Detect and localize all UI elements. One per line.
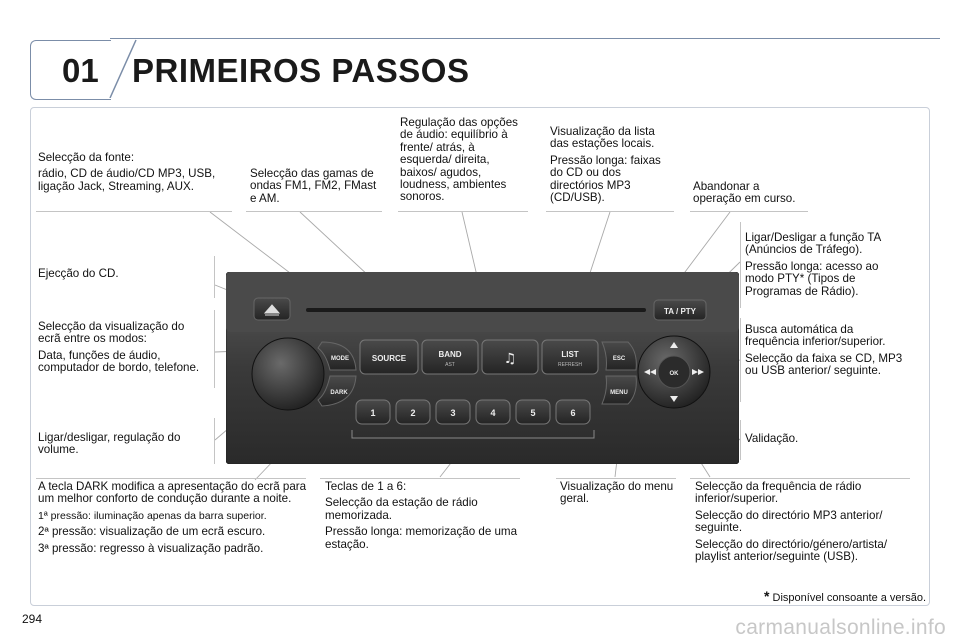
label-mode: Selecção da visualização do ecrã entre o… [38,320,200,375]
down-arrow-icon [670,396,678,402]
rule [36,478,306,479]
eject-icon [263,304,281,316]
page-title: PRIMEIROS PASSOS [132,52,470,89]
preset-bracket [351,430,595,439]
preset-button-5[interactable]: 5 [515,399,551,425]
label-dark: A tecla DARK modifica a apresentação do … [38,480,307,555]
rule [214,418,215,464]
fast-forward-icon [692,369,704,375]
label-volume: Ligar/desligar, regulação do volume. [38,431,181,457]
ok-text: OK [670,371,680,377]
rule [740,222,741,308]
label-freq: Selecção da frequência de rádio inferior… [695,480,888,564]
preset-buttons: 1 2 3 4 5 6 [355,399,591,425]
volume-knob[interactable] [251,337,325,411]
list-button[interactable]: LIST REFRESH [541,339,599,375]
source-text: SOURCE [372,354,407,363]
rule [690,478,910,479]
source-button[interactable]: SOURCE [359,339,419,375]
radio-top-strip [226,272,739,332]
svg-text:6: 6 [570,408,575,418]
rule [214,310,215,388]
dark-button[interactable]: DARK [317,375,357,407]
label-abandon: Abandonar a operação em curso. [693,180,796,206]
list-sub-text: REFRESH [558,362,582,368]
preset-button-4[interactable]: 4 [475,399,511,425]
svg-text:3: 3 [450,408,455,418]
svg-text:2: 2 [410,408,415,418]
band-sub-text: AST [445,362,455,368]
rewind-icon [644,369,656,375]
footnote: * Disponível consoante a versão. [764,588,926,604]
label-source: Selecção da fonte:rádio, CD de áudio/CD … [38,151,216,193]
page-number: 294 [22,612,43,626]
list-text: LIST [561,350,578,359]
preset-button-1[interactable]: 1 [355,399,391,425]
label-validation: Validação. [745,432,799,445]
menu-text: MENU [610,390,628,396]
rule [546,211,674,212]
esc-button[interactable]: ESC [601,341,637,371]
mode-text: MODE [331,356,349,362]
header-slope [109,39,137,98]
eject-button[interactable] [253,297,291,321]
audio-button[interactable]: ♫ [481,339,539,375]
preset-button-6[interactable]: 6 [555,399,591,425]
label-list: Visualização da lista das estações locai… [550,125,661,205]
rule [398,211,528,212]
direction-pad[interactable]: OK [637,335,711,409]
mode-button[interactable]: MODE [317,341,357,371]
content-frame [30,107,930,606]
rule [740,420,741,460]
header-rule [110,38,940,39]
radio-faceplate: TA / PTY MODE DARK SOURCE BAND AST ♫ LIS… [226,272,739,464]
rule [740,318,741,402]
label-audio: Regulação das opções de áudio: equilíbri… [400,116,518,204]
rule [690,211,808,212]
rule [214,256,215,298]
label-presets: Teclas de 1 a 6:Selecção da estação de r… [325,480,518,551]
esc-text: ESC [613,356,626,362]
cd-slot [306,308,646,312]
label-bands: Selecção das gamas de ondas FM1, FM2, FM… [250,167,377,205]
dark-text: DARK [330,390,348,396]
ta-pty-button[interactable]: TA / PTY [653,299,707,321]
band-text: BAND [438,350,461,359]
rule [246,211,382,212]
band-button[interactable]: BAND AST [421,339,479,375]
ta-pty-text: TA / PTY [664,307,697,316]
svg-text:1: 1 [370,408,375,418]
preset-button-3[interactable]: 3 [435,399,471,425]
label-eject: Ejecção do CD. [38,267,119,280]
rule [36,211,232,212]
preset-button-2[interactable]: 2 [395,399,431,425]
chapter-number: 01 [62,52,99,89]
menu-button[interactable]: MENU [601,375,637,405]
svg-text:5: 5 [530,408,535,418]
svg-text:4: 4 [490,408,495,418]
watermark: carmanualsonline.info [735,616,946,639]
up-arrow-icon [670,342,678,348]
label-search: Busca automática da frequência inferior/… [745,323,903,378]
label-ta: Ligar/Desligar a função TA (Anúncios de … [745,231,881,298]
music-note-icon: ♫ [504,351,517,367]
rule [320,478,520,479]
ok-button [657,355,691,389]
label-menu: Visualização do menu geral. [560,480,674,506]
rule [556,478,676,479]
chapter-tab [30,40,111,100]
